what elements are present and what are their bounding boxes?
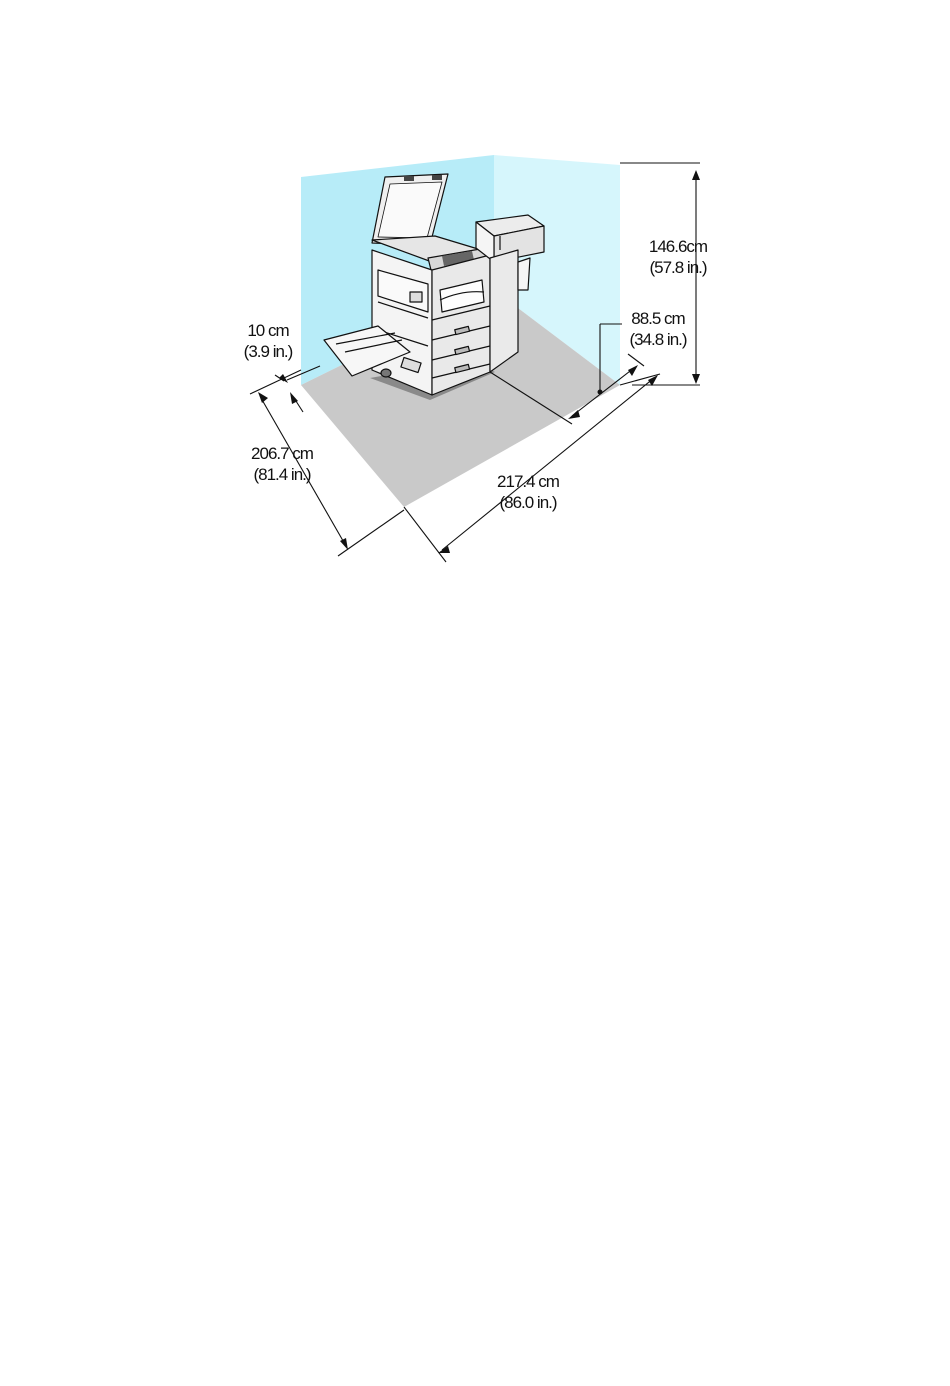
right-clearance-imperial: (34.8 in.) [612,329,704,350]
width-imperial: (86.0 in.) [480,492,576,513]
height-label: 146.6cm (57.8 in.) [632,236,724,278]
right-clearance-label: 88.5 cm (34.8 in.) [612,308,704,350]
right-clearance-metric: 88.5 cm [612,308,704,329]
height-imperial: (57.8 in.) [632,257,724,278]
depth-label: 206.7 cm (81.4 in.) [234,443,330,485]
rear-clearance-imperial: (3.9 in.) [226,341,310,362]
height-metric: 146.6cm [632,236,724,257]
rear-clearance-label: 10 cm (3.9 in.) [226,320,310,362]
depth-metric: 206.7 cm [234,443,330,464]
rear-clearance-metric: 10 cm [226,320,310,341]
width-metric: 217.4 cm [480,471,576,492]
depth-imperial: (81.4 in.) [234,464,330,485]
width-label: 217.4 cm (86.0 in.) [480,471,576,513]
